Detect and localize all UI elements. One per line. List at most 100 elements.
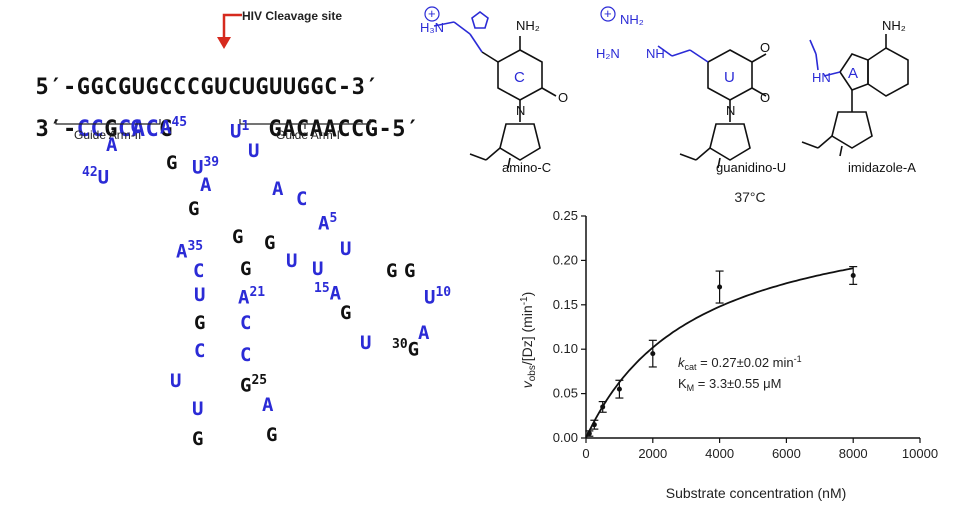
- loop-nucleotide: U: [170, 372, 181, 391]
- substrate-sequence: GGCGUGCCCGUCUGUUGGC: [76, 75, 338, 100]
- nucleotide-base: C: [296, 188, 308, 210]
- loop-nucleotide: A: [272, 180, 283, 199]
- loop-nucleotide: G: [386, 262, 397, 281]
- loop-nucleotide: G: [166, 154, 177, 173]
- loop-nucleotide: C: [194, 342, 205, 361]
- nucleotide-base: A: [160, 116, 172, 139]
- data-point: [717, 284, 723, 290]
- nucleotide-base: U: [230, 120, 242, 143]
- loop-nucleotide: A: [418, 324, 429, 343]
- data-point: [600, 404, 606, 410]
- loop-nucleotide: C: [193, 262, 204, 281]
- loop-nucleotide: G: [192, 430, 203, 449]
- guan-o2-text: O: [760, 90, 770, 105]
- nucleotide-base: A: [176, 240, 188, 263]
- nucleotide-base: U: [192, 398, 204, 420]
- loop-nucleotide: G: [194, 314, 205, 333]
- dz-right-suffix: -5′: [378, 117, 420, 142]
- guan-base-text: U: [724, 69, 735, 86]
- loop-nucleotide: U: [192, 400, 203, 419]
- guan-o1-text: O: [760, 40, 770, 55]
- nucleotide-base: G: [194, 312, 206, 334]
- x-tick-label: 2000: [638, 446, 667, 461]
- data-point: [650, 351, 656, 357]
- loop-nucleotide: G: [240, 260, 251, 279]
- nucleotide-base: U: [360, 332, 372, 354]
- guanidino-label: guanidino-U: [716, 160, 786, 175]
- x-tick-label: 8000: [839, 446, 868, 461]
- x-tick-label: 6000: [772, 446, 801, 461]
- amino-h3n-text: H₃N: [420, 20, 444, 35]
- substrate-suffix: -3′: [337, 75, 380, 100]
- guide-arm-2-label: Guide Arm-II: [74, 128, 142, 142]
- loop-nucleotide: A21: [238, 286, 265, 307]
- loop-nucleotide: 15A: [314, 282, 341, 303]
- nucleotide-base: A: [106, 134, 118, 156]
- y-tick-label: 0.10: [553, 341, 578, 356]
- nucleotide-base: A: [238, 286, 250, 309]
- data-point: [586, 431, 592, 437]
- dz-right-sequence: GACAACCG: [268, 117, 379, 142]
- guide-arm-brackets: [55, 119, 371, 129]
- loop-nucleotide: G: [266, 426, 277, 445]
- nucleotide-number: 10: [435, 285, 452, 300]
- imidazole-label: imidazole-A: [848, 160, 916, 175]
- loop-nucleotide: G: [188, 200, 199, 219]
- guan-nh2a-text: NH₂: [620, 12, 644, 27]
- guide-arm-1-label: Guide Arm-I: [276, 128, 341, 142]
- nucleotide-base: C: [240, 312, 252, 334]
- imid-base-text: A: [848, 65, 858, 82]
- loop-nucleotide: C: [130, 118, 141, 137]
- data-point: [616, 386, 622, 392]
- loop-nucleotide: U: [248, 142, 259, 161]
- loop-nucleotide: U: [194, 286, 205, 305]
- y-tick-label: 0.15: [553, 297, 578, 312]
- kcat-annotation: kcat = 0.27±0.02 min-1: [678, 354, 802, 372]
- modified-nucleotide-structures: NH₂ O N amino-C O O N guanidino-U NH₂ im…: [420, 6, 916, 175]
- imid-hn-text: HN: [812, 70, 831, 85]
- loop-nucleotide: G: [232, 228, 243, 247]
- y-axis-label: vobs/[Dz] (min-1): [519, 292, 538, 389]
- loop-nucleotide: U: [340, 240, 351, 259]
- loop-nucleotide: 30G: [392, 338, 419, 359]
- loop-nucleotide: G25: [240, 374, 267, 395]
- loop-nucleotide: A: [200, 176, 211, 195]
- loop-nucleotide: 42U: [82, 166, 109, 187]
- nucleotide-base: U: [424, 286, 436, 309]
- amino-o-text: O: [558, 90, 568, 105]
- nucleotide-number: 39: [203, 155, 220, 170]
- loop-nucleotide: C: [296, 190, 307, 209]
- data-point: [850, 272, 856, 278]
- cleavage-site-label: HIV Cleavage site: [242, 9, 343, 23]
- nucleotide-base: G: [232, 226, 244, 248]
- nucleotide-base: G: [264, 232, 276, 254]
- x-tick-label: 10000: [902, 446, 938, 461]
- nucleotide-base: C: [193, 260, 205, 282]
- nucleotide-base: G: [404, 260, 416, 282]
- nucleotide-base: G: [266, 424, 278, 446]
- y-tick-label: 0.20: [553, 252, 578, 267]
- nucleotide-base: G: [240, 258, 252, 280]
- nucleotide-base: A: [318, 212, 330, 235]
- loop-nucleotide: A: [106, 136, 117, 155]
- amino-plus-text: +: [428, 6, 436, 21]
- loop-nucleotide: U: [286, 252, 297, 271]
- nucleotide-number: 1: [241, 119, 250, 134]
- nucleotide-number: 45: [171, 115, 188, 130]
- loop-nucleotide: C: [240, 314, 251, 333]
- x-tick-label: 4000: [705, 446, 734, 461]
- loop-nucleotide: U: [312, 260, 323, 279]
- nucleotide-base: A: [272, 178, 284, 200]
- nucleotide-base: C: [240, 344, 252, 366]
- nucleotide-base: C: [130, 116, 142, 138]
- nucleotide-number: 35: [187, 239, 204, 254]
- amino-label: amino-C: [502, 160, 551, 175]
- amino-base-text: C: [514, 69, 525, 86]
- nucleotide-base: G: [240, 374, 252, 397]
- y-tick-label: 0.05: [553, 386, 578, 401]
- guan-plus-text: +: [604, 6, 612, 21]
- loop-nucleotide: A35: [176, 240, 203, 261]
- substrate-strand: 5′-GGCGUGCCCGUCUGUUGGC-3′: [8, 50, 379, 100]
- loop-nucleotide: G: [340, 304, 351, 323]
- loop-nucleotide: U: [360, 334, 371, 353]
